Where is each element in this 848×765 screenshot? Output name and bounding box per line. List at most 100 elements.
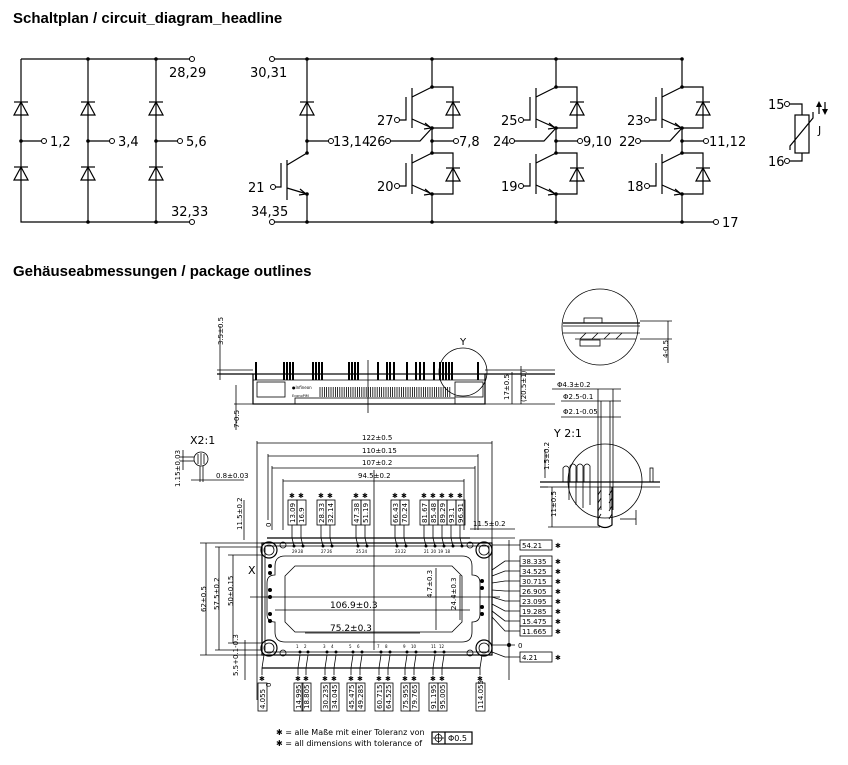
detail-y-top: 4-0.5 (561, 288, 672, 366)
zero-mark: 0 (265, 523, 273, 527)
gate-label: 20 (377, 180, 394, 195)
asterisk-mark: ✱ (555, 558, 561, 566)
gate-label: 19 (501, 180, 518, 195)
gate-label: 23 (627, 114, 644, 129)
terminal-pin-icon (509, 138, 515, 144)
pin-position-label: 30.235 (322, 685, 330, 710)
pin-position-label: 4.21 (522, 654, 538, 662)
position-tolerance-icon (433, 733, 444, 743)
aux-emitter-label: 22 (619, 135, 636, 150)
asterisk-mark: ✱ (439, 675, 445, 683)
pin-number: 27 (321, 549, 327, 554)
pin-icon (354, 362, 356, 380)
pin-position-box: 28.33✱ (316, 492, 327, 548)
svg-text:EconoPIM: EconoPIM (292, 394, 309, 398)
asterisk-mark: ✱ (331, 675, 337, 683)
pin-number: 2 (304, 644, 307, 649)
terminal-label: 7,8 (459, 135, 480, 150)
asterisk-mark: ✱ (289, 492, 295, 500)
detail-x-marker: X (248, 564, 256, 577)
pin-icon (348, 362, 350, 380)
terminal-pin-icon (703, 138, 709, 144)
pin-position-box: 93.1✱ (446, 492, 457, 548)
dim-label: 50±0.15 (227, 576, 235, 606)
pin-position-box: 85.48✱ (428, 492, 439, 548)
terminal-pin-icon (453, 138, 459, 144)
terminal-pin-icon (189, 219, 195, 225)
pin-icon (357, 362, 359, 380)
dim-label: 1.5±0.2 (543, 442, 551, 470)
temperature-arrows-icon (816, 101, 828, 115)
aux-emitter-label: 24 (493, 135, 510, 150)
pin-position-box: 54.21✱ (492, 539, 561, 551)
pin-number: 3 (323, 644, 326, 649)
pin-position-box: 70.24 ✱ (399, 492, 410, 548)
dim-label: 107±0.2 (362, 459, 392, 467)
terminal-pin-icon (269, 56, 275, 62)
pin-number: 21 (424, 549, 430, 554)
terminal-pin-icon (394, 183, 400, 189)
terminal-label: 28,29 (169, 66, 206, 81)
mounting-hole-icon (260, 541, 278, 559)
pin-position-label: 34.045 (331, 685, 339, 710)
pin-position-box: 16.9✱ (296, 492, 307, 548)
pin-number: 7 (377, 644, 380, 649)
asterisk-mark: ✱ (392, 492, 398, 500)
asterisk-mark: ✱ (555, 608, 561, 616)
pin-icon (423, 362, 425, 380)
gate-label: 21 (248, 181, 265, 196)
dim-label: 122±0.5 (362, 434, 392, 442)
gate-label: 18 (627, 180, 644, 195)
igbt-icon (275, 151, 309, 222)
tolerance-note-en: ✱ = all dimensions with tolerance of (276, 739, 422, 748)
pin-icon (283, 362, 285, 380)
terminal-label: 3,4 (118, 135, 139, 150)
dim-label: 11.5±0.2 (473, 520, 506, 528)
pin-position-label: 70.24 (401, 502, 409, 523)
pin-number: 6 (357, 644, 360, 649)
asterisk-mark: ✱ (555, 542, 561, 550)
pin-position-box: 75.955✱ (400, 650, 411, 712)
pin-position-label: 18.805 (303, 685, 311, 710)
dim-label: 7-0.5 (233, 410, 241, 428)
asterisk-mark: ✱ (402, 675, 408, 683)
asterisk-mark: ✱ (555, 654, 561, 662)
pin-position-label: 60.715 (376, 685, 384, 710)
pin-position-box: 11.665✱ (491, 616, 561, 637)
terminal-pin-icon (269, 219, 275, 225)
asterisk-mark: ✱ (322, 675, 328, 683)
rectifier-bridge: 1,2 3,4 5,6 28,29 32,33 (13, 56, 208, 225)
pin-position-label: 51.19 (362, 503, 370, 523)
pin-icon (433, 362, 435, 380)
pin-position-box: 95.005✱ (437, 650, 448, 712)
terminal-label: 5,6 (186, 135, 207, 150)
terminal-pin-icon (177, 138, 183, 144)
pin-diameter-dims: Φ4.3±0.2 Φ2.5-0.1 Φ2.1-0.05 (552, 381, 621, 510)
pin-number: 20 (431, 549, 437, 554)
pin-icon (389, 362, 391, 380)
terminal-pin-icon (644, 183, 650, 189)
pin-icon (477, 362, 479, 380)
dim-label: 1.15±0.03 (174, 450, 182, 487)
pin-position-box: 30.715✱ (491, 575, 561, 587)
terminal-pin-icon (109, 138, 115, 144)
pin-position-label: 30.715 (522, 578, 547, 586)
pin-position-label: 16.9 (298, 507, 306, 523)
terminal-label: 11,12 (709, 135, 746, 150)
zero-mark: 0 (265, 683, 273, 687)
asterisk-mark: ✱ (318, 492, 324, 500)
asterisk-mark: ✱ (401, 492, 407, 500)
mounting-hole-icon (475, 541, 493, 559)
pin-number: 4 (331, 644, 334, 649)
pin-position-box: 23.095✱ (491, 595, 561, 607)
asterisk-mark: ✱ (477, 675, 483, 683)
detail-title: Y 2:1 (553, 427, 582, 440)
pin-position-label: 19.285 (522, 608, 547, 616)
pin-icon (448, 362, 450, 380)
dim-label: 75.2±0.3 (330, 624, 372, 634)
ntc-pin-label: 16 (768, 155, 785, 170)
dim-label: 11.5±0.2 (236, 497, 244, 530)
pin-position-label: 13.09 (289, 503, 297, 523)
tolerance-value: Φ0.5 (448, 734, 467, 743)
asterisk-mark: ✱ (327, 492, 333, 500)
